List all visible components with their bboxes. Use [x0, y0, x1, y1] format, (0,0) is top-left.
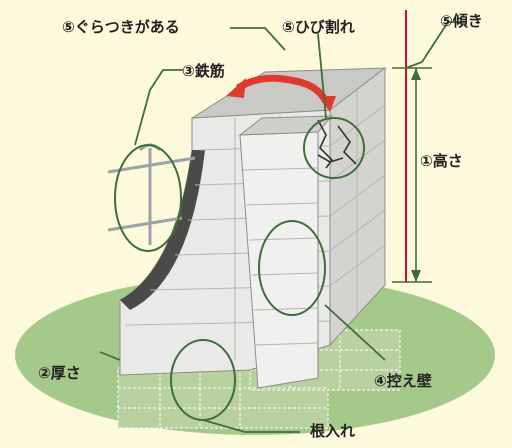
- rebar-label: ③鉄筋: [182, 62, 225, 80]
- thickness-label: ②厚さ: [38, 364, 81, 382]
- embedment-label: 根入れ: [310, 422, 356, 440]
- wobble-arrowhead-left: [226, 78, 246, 98]
- crack-lines: [317, 119, 357, 169]
- buttress: [238, 115, 334, 389]
- wobble-label: ⑤ぐらつきがある: [62, 18, 180, 36]
- buttress-callout-circle: [258, 220, 326, 316]
- thickness-marker: [99, 351, 121, 361]
- height-label: ①高さ: [420, 152, 463, 170]
- height-dimension: [392, 67, 432, 283]
- crack-label: ⑤ひび割れ: [282, 18, 355, 36]
- buttress-label: ④控え壁: [374, 372, 432, 390]
- tilt-label: ⑤傾き: [440, 12, 483, 30]
- rebar-callout-circle: [114, 144, 182, 252]
- wobble-arrowhead-right: [318, 96, 336, 112]
- callout-leaders: [134, 21, 466, 433]
- crack-callout-circle: [303, 117, 365, 179]
